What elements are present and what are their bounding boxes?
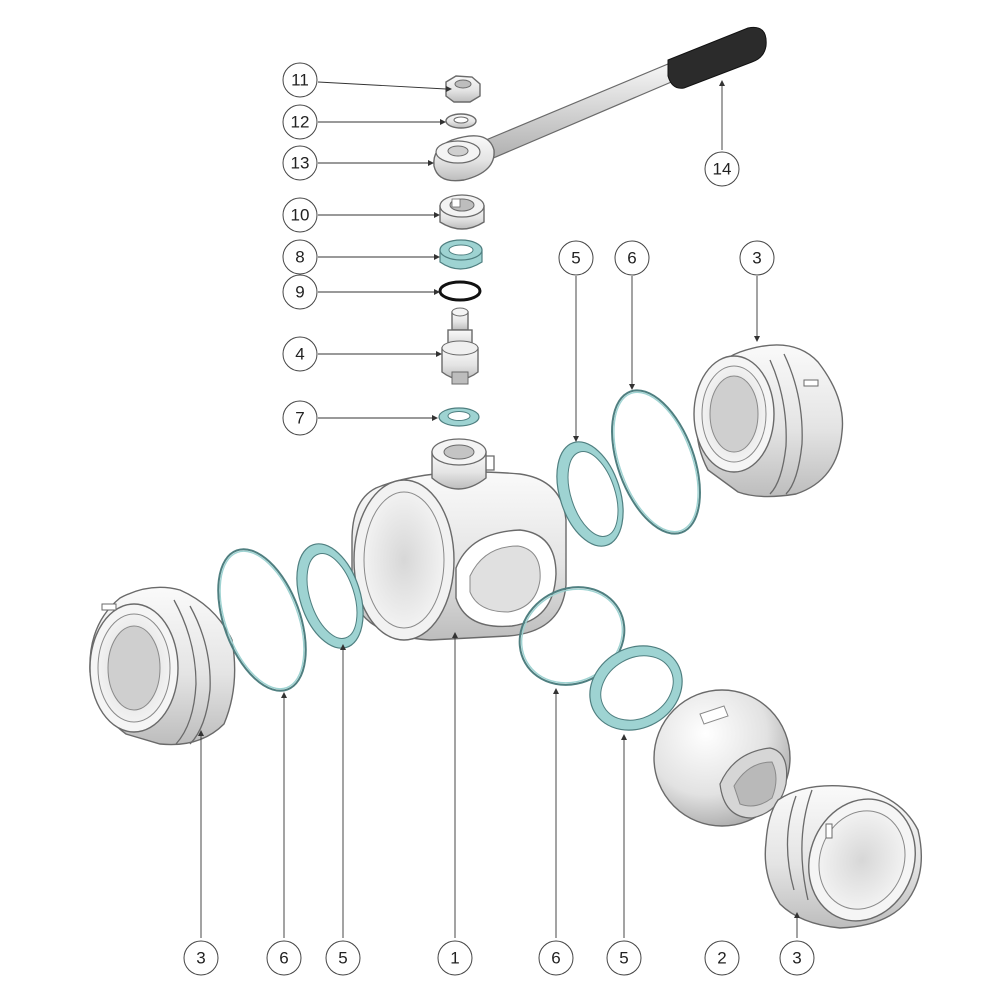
callout-label: 4 [295,345,304,364]
callout-1: 1 [437,940,473,976]
callout-label: 12 [291,113,310,132]
callout-5-top: 5 [558,240,594,276]
callout-5-left: 5 [325,940,361,976]
callout-6-top: 6 [614,240,650,276]
callout-label: 13 [291,154,310,173]
valve-stem [441,307,479,385]
callout-label: 8 [295,248,304,267]
callout-label: 10 [291,206,310,225]
union-end-lower-right [764,785,923,929]
o-ring-upper-right [611,389,701,535]
callout-label: 7 [295,409,304,428]
callout-label: 11 [291,71,309,90]
handle-lever [433,26,767,182]
callout-label: 5 [338,949,347,968]
o-ring-left [217,548,307,692]
callout-5-right: 5 [606,940,642,976]
union-end-upper-right [693,344,844,498]
callout-label: 6 [279,949,288,968]
seat-ring-lower-right [589,645,683,731]
callout-label: 3 [792,949,801,968]
callout-3-left: 3 [183,940,219,976]
leader-lines [198,80,800,938]
seat-ring-left [296,543,364,649]
callout-6-right: 6 [538,940,574,976]
callout-label: 2 [717,949,726,968]
callout-label: 9 [295,283,304,302]
stem-o-ring [438,280,482,302]
union-end-left [89,586,236,746]
stem-bushing [439,194,485,230]
callout-13: 13 [282,145,318,181]
callout-label: 6 [551,949,560,968]
callout-label: 5 [619,949,628,968]
hex-nut [445,75,481,103]
seat-ring-upper-right [556,441,624,547]
callout-label: 6 [627,249,636,268]
callout-label: 1 [450,949,459,968]
callout-7: 7 [282,400,318,436]
callout-label: 5 [571,249,580,268]
callout-12: 12 [282,104,318,140]
callout-2: 2 [704,940,740,976]
callout-3-right: 3 [779,940,815,976]
washer [445,113,477,129]
callout-14: 14 [704,151,740,187]
callout-3-top: 3 [739,240,775,276]
callout-8: 8 [282,239,318,275]
callout-4: 4 [282,336,318,372]
valve-ball [653,689,791,827]
callout-9: 9 [282,274,318,310]
callout-10: 10 [282,197,318,233]
callout-6-left: 6 [266,940,302,976]
callout-label: 3 [752,249,761,268]
callout-11: 11 [282,62,318,98]
stem-seal-ring [439,239,483,270]
valve-body [351,438,567,641]
callout-label: 14 [713,160,732,179]
callout-label: 3 [196,949,205,968]
thrust-washer [438,407,480,427]
